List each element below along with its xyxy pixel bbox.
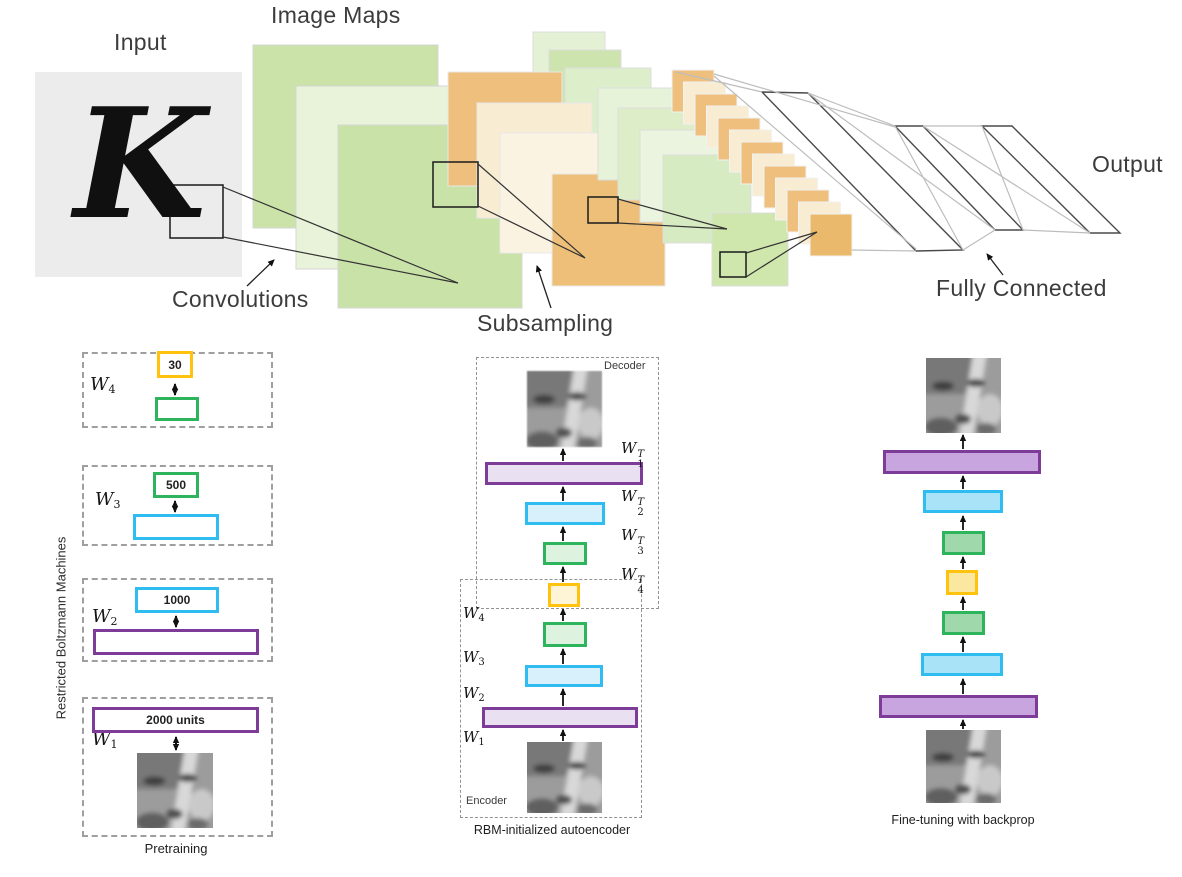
fully-connected-label: Fully Connected	[936, 275, 1107, 301]
weight-label-w2: W2	[92, 606, 118, 628]
decoder-layer-w2t	[525, 502, 605, 525]
encoder-label: Encoder	[466, 795, 507, 807]
annotation-arrows	[246, 253, 1004, 309]
output-label: Output	[1092, 151, 1163, 177]
rbm2-hidden-units: 1000	[135, 587, 219, 613]
finetune-layer-top-purple	[883, 450, 1041, 474]
finetune-layer-bottom-purple	[879, 695, 1038, 718]
rbm-box-w2	[82, 578, 273, 662]
code-layer	[548, 583, 580, 607]
rbm-box-w3	[82, 465, 273, 546]
weight-label-w4: W4	[90, 374, 116, 396]
face-image-finetune-input	[926, 730, 1001, 803]
decoder-layer-w1t	[485, 462, 643, 485]
input-label: Input	[114, 29, 167, 55]
face-image-output	[926, 358, 1001, 433]
rbm-side-label: Restricted Boltzmann Machines	[53, 536, 69, 720]
face-image	[137, 753, 213, 828]
rbm-double-arrows	[171, 383, 180, 751]
convolutions-label: Convolutions	[172, 286, 309, 312]
image-maps-title: Image Maps	[271, 2, 401, 28]
projection-lines	[222, 163, 818, 284]
rbm-box-w1	[82, 697, 273, 837]
rbm4-hidden-units: 30	[157, 351, 193, 378]
fully-connected-links	[675, 71, 1091, 252]
encoder-layer-w4	[543, 622, 587, 647]
weight-label-w1: W1	[92, 729, 118, 751]
finetune-layer-top-cyan	[923, 490, 1003, 513]
rbm1-hidden-units: 2000 units	[92, 707, 259, 733]
finetune-caption: Fine-tuning with backprop	[891, 813, 1035, 827]
feature-maps-layer4-stack	[671, 69, 853, 257]
finetune-layer-bottom-cyan	[921, 653, 1003, 676]
feature-maps-layer1	[252, 44, 523, 309]
enc-weight-label-w1: W1	[463, 728, 485, 748]
weight-label-w3: W3	[95, 489, 121, 511]
subsampling-label: Subsampling	[477, 310, 614, 336]
face-image-reconstruction	[527, 371, 602, 447]
rbm3-visible-units	[133, 514, 219, 540]
feature-maps-layer2	[447, 31, 666, 287]
face-image-input	[527, 742, 602, 813]
enc-weight-label-w2: W2	[463, 684, 485, 704]
decoder-layer-w3t	[543, 542, 587, 565]
rbm4-visible-units	[155, 397, 199, 421]
autoencoder-caption: RBM-initialized autoencoder	[473, 823, 631, 837]
enc-weight-label-w4: W4	[463, 604, 485, 624]
decoder-label: Decoder	[604, 360, 646, 372]
encoder-box	[460, 579, 642, 818]
finetune-layer-top-green	[942, 531, 985, 555]
rbm2-visible-units	[93, 629, 259, 655]
kernel-windows	[169, 161, 747, 278]
pretraining-caption: Pretraining	[144, 841, 208, 856]
finetune-layer-bottom-green	[942, 611, 985, 635]
encoder-layer-w3	[525, 665, 603, 687]
fully-connected-planes	[760, 91, 1122, 252]
input-glyph: K	[73, 74, 207, 253]
feature-maps-layer3	[597, 87, 789, 287]
rbm3-hidden-units: 500	[153, 472, 199, 498]
finetune-code-layer	[946, 570, 978, 595]
decoder-box	[476, 357, 659, 609]
encoder-layer-w1	[482, 707, 638, 728]
enc-weight-label-w3: W3	[463, 648, 485, 668]
